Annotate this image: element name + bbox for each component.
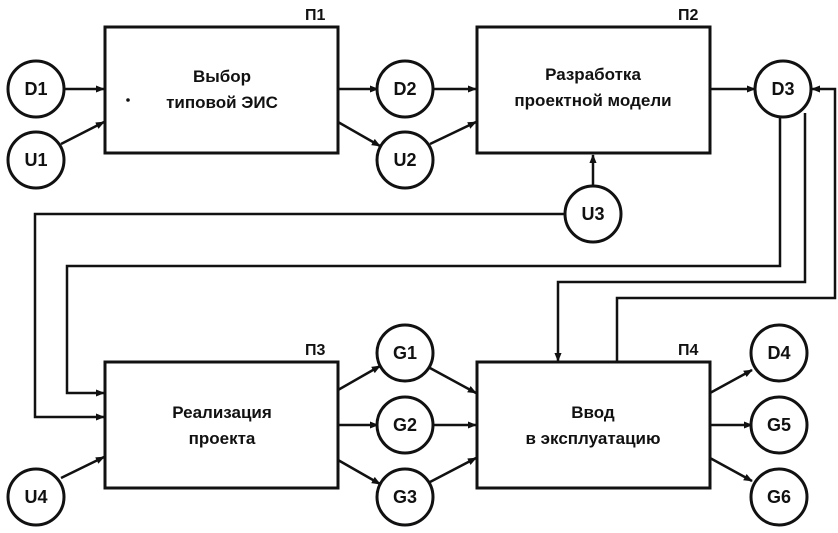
node-u3: U3 — [563, 184, 623, 244]
node-label: G5 — [767, 415, 791, 435]
node-d2: D2 — [375, 59, 435, 119]
process-title-line2: в эксплуатацию — [525, 429, 660, 448]
node-label: U4 — [24, 487, 47, 507]
process-title-line2: проекта — [189, 429, 256, 448]
arrow-p4-g6 — [709, 456, 753, 483]
process-title-line2: типовой ЭИС — [166, 93, 278, 112]
process-id: П4 — [678, 342, 699, 359]
node-label: G1 — [393, 343, 417, 363]
arrow-g3-p4 — [429, 456, 477, 484]
process-title-line2: проектной модели — [514, 91, 671, 110]
arrow-u2-p2 — [429, 120, 477, 146]
arrow-p1-u2 — [337, 120, 381, 148]
node-u4: U4 — [6, 467, 66, 527]
process-box-p1: П1 Выбор типовой ЭИС — [103, 7, 340, 155]
process-box-p3: П3 Реализация проекта — [103, 342, 340, 490]
node-label: G2 — [393, 415, 417, 435]
node-d3: D3 — [753, 59, 813, 119]
node-d1: D1 — [6, 59, 66, 119]
node-label: U1 — [24, 150, 47, 170]
process-title-line1: Разработка — [545, 65, 641, 84]
process-id: П2 — [678, 7, 699, 24]
arrow-u4-p3 — [60, 455, 105, 480]
node-label: G3 — [393, 487, 417, 507]
node-label: D3 — [771, 79, 794, 99]
process-box-p2: П2 Разработка проектной модели — [475, 7, 712, 155]
node-g6: G6 — [749, 467, 809, 527]
process-title-line1: Ввод — [571, 403, 615, 422]
arrow-g1-p4 — [429, 366, 477, 395]
node-u1: U1 — [6, 130, 66, 190]
connectors — [33, 85, 837, 486]
arrow-d3-p4 — [554, 113, 807, 362]
node-label: D1 — [24, 79, 47, 99]
arrow-p3-g3 — [337, 458, 381, 486]
node-label: G6 — [767, 487, 791, 507]
node-g5: G5 — [749, 395, 809, 455]
process-title-line1: Выбор — [193, 67, 251, 86]
process-box-p4: П4 Ввод в эксплуатацию — [475, 342, 712, 490]
process-id: П3 — [305, 342, 326, 359]
node-d4: D4 — [749, 323, 809, 383]
arrow-p3-g1 — [337, 364, 381, 392]
process-title-line1: Реализация — [172, 403, 272, 422]
node-g2: G2 — [375, 395, 435, 455]
arrow-u3-p3 — [33, 212, 566, 421]
arrow-u1-p1 — [60, 120, 105, 146]
process-id: П1 — [305, 7, 326, 24]
node-label: D4 — [767, 343, 790, 363]
dot-mark — [126, 98, 130, 102]
node-label: D2 — [393, 79, 416, 99]
node-u2: U2 — [375, 130, 435, 190]
arrow-p4-d4 — [709, 368, 753, 395]
node-label: U3 — [581, 204, 604, 224]
node-g1: G1 — [375, 323, 435, 383]
arrow-p4-d3 — [615, 85, 837, 361]
node-g3: G3 — [375, 467, 435, 527]
node-label: U2 — [393, 150, 416, 170]
